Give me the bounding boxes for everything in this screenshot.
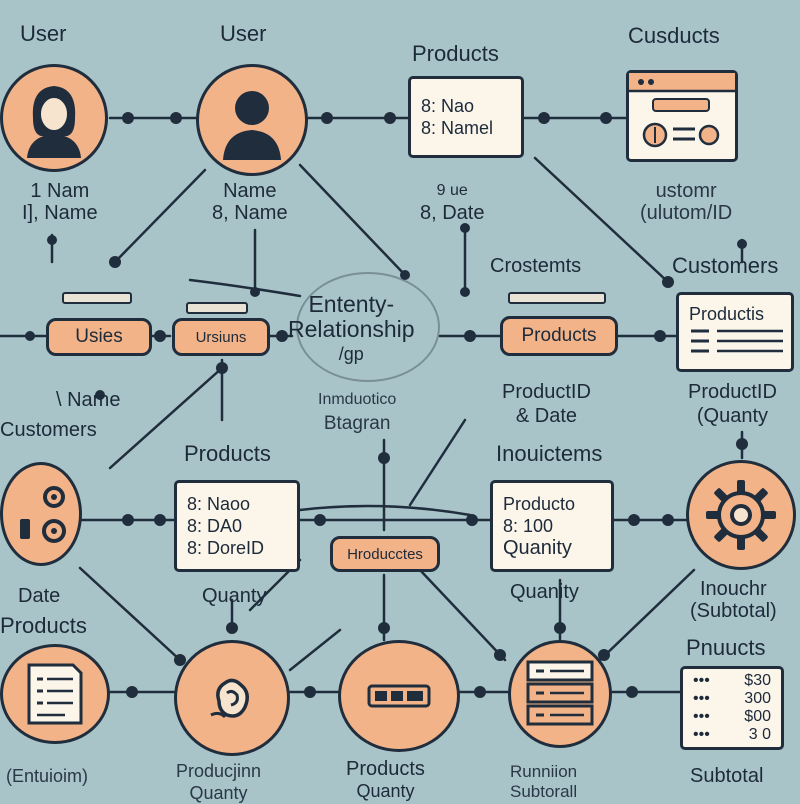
user-female-node[interactable]: [0, 64, 108, 172]
label-bottom-1: (Entuioim): [6, 766, 89, 786]
card-title: Productis: [689, 304, 765, 324]
label-name-mid: Name 8, Name: [212, 180, 288, 224]
label-bottom-3: Products Quanty: [346, 758, 425, 801]
label-inouchr: Inouchr (Subtotal): [690, 578, 777, 622]
label-productid-qty: ProductID (Quanty: [688, 381, 777, 427]
center-title-ring: [296, 272, 440, 382]
list-node[interactable]: [0, 644, 110, 744]
label-bottom-5: Subtotal: [690, 765, 764, 787]
user-male-icon: [217, 80, 287, 160]
stacked-list-node[interactable]: [508, 640, 612, 748]
label-inouictems: Inouictems: [496, 441, 603, 466]
products-card-row3[interactable]: 8: Naoo 8: DA0 8: DoreID: [174, 480, 300, 572]
list-lines-icon: [689, 325, 783, 355]
stacked-list-icon: [524, 658, 596, 730]
label-productid-date: ProductID & Date: [502, 381, 591, 427]
card-row: 8: Namel: [421, 118, 494, 138]
table-row: •••3 0: [693, 726, 771, 743]
browser-window-icon: [629, 73, 735, 159]
label-bottom-4: Runniion Subtorall: [510, 762, 578, 801]
label-quanity-right: Quanity: [510, 581, 579, 603]
center-subtitle: Inmduotico Btagran: [318, 391, 397, 434]
label-cusducts: Cusducts: [628, 23, 720, 48]
label-products-top: Products: [412, 41, 499, 66]
pill-products[interactable]: Products: [500, 316, 618, 356]
card-row: Producto: [503, 494, 576, 514]
products-card-top[interactable]: 8: Nao 8: Namel: [408, 76, 524, 158]
products-card-right[interactable]: Productis: [676, 292, 794, 372]
label-name-left: 1 Nam I], Name: [22, 180, 98, 224]
label-date-mid: 9 ue 8, Date: [420, 182, 485, 224]
card-row: 8: Nao: [421, 96, 475, 116]
pill-header-bar: [508, 292, 606, 304]
label-customers-left: Customers: [0, 419, 97, 441]
card-row: 8: Naoo: [187, 494, 251, 514]
pill-hroducctes[interactable]: Hroducctes: [330, 536, 440, 572]
card-row: 8: DA0: [187, 516, 243, 536]
card-row: Quanity: [503, 537, 572, 559]
label-products-left-row4: Products: [0, 613, 87, 638]
table-card[interactable]: •••$30 •••300 •••$00 •••3 0: [680, 666, 784, 750]
label-products-row3: Products: [184, 441, 271, 466]
label-customer-id: ustomr (ulutom/ID: [640, 180, 733, 224]
table-row: •••$30: [693, 672, 771, 689]
label-pnuucts: Pnuucts: [686, 635, 766, 660]
label-name-left-2: \ Name: [56, 389, 121, 411]
label-date-left: Date: [18, 585, 61, 607]
user-male-node[interactable]: [196, 64, 308, 176]
table-row: •••$00: [693, 708, 771, 725]
pill-usies[interactable]: Usies: [46, 318, 152, 356]
center-title: Ententy- Relationship /gp: [288, 291, 415, 365]
node-cluster-node[interactable]: [0, 462, 82, 566]
pill-header-bar: [62, 292, 132, 304]
label-user-mid: User: [220, 21, 267, 46]
label-crostemts: Crostemts: [490, 255, 582, 277]
table-row: •••300: [693, 690, 771, 707]
hand-node[interactable]: [174, 640, 290, 756]
hand-icon: [205, 671, 259, 725]
pill-ursiuns[interactable]: Ursiuns: [172, 318, 270, 356]
user-female-icon: [19, 78, 89, 158]
label-customers-right: Customers: [672, 253, 779, 278]
card-row: 8: DoreID: [187, 538, 265, 558]
label-bottom-2: Producjinn Quanty: [176, 761, 262, 803]
label-quanty-mid: Quanty: [202, 585, 267, 607]
pill-header-bar: [186, 302, 248, 314]
list-icon: [25, 663, 85, 725]
ticket-icon: [367, 682, 431, 710]
browser-window-node[interactable]: [626, 70, 738, 162]
node-cluster-icon: [6, 479, 76, 549]
gear-icon: [704, 478, 778, 552]
ticket-node[interactable]: [338, 640, 460, 752]
label-user-left: User: [20, 21, 67, 46]
inouictems-card[interactable]: Producto 8: 100 Quanity: [490, 480, 614, 572]
card-row: 8: 100: [503, 516, 554, 536]
gear-node[interactable]: [686, 460, 796, 570]
